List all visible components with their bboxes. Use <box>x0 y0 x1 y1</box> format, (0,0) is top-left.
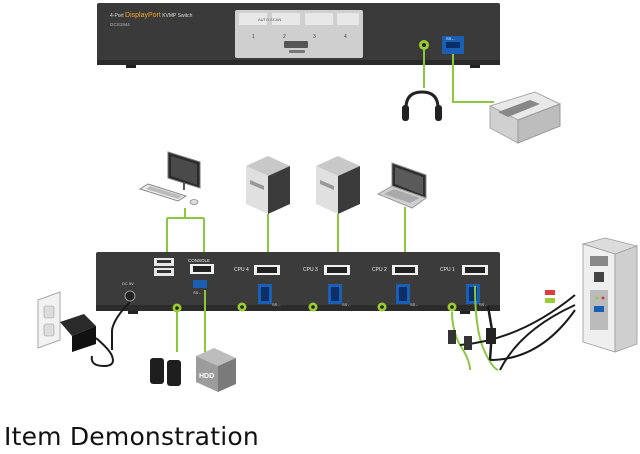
auto-scan-label: AUTO SCAN <box>258 17 281 22</box>
hdd-icon: HDD <box>196 348 236 392</box>
cpu2-label: CPU 2 <box>372 267 387 273</box>
monitor-keyboard-icon <box>138 151 201 205</box>
cpu3-label: CPU 3 <box>303 267 318 273</box>
rear-panel: CONSOLE SS← DC 5V CPU 4 SS← CPU 3 SS← CP… <box>96 252 500 314</box>
front-port-2: 2 <box>283 34 286 40</box>
caption: Item Demonstration <box>4 422 259 451</box>
power-jack <box>124 290 136 302</box>
front-port-3: 3 <box>313 34 316 40</box>
kvm-connection-diagram: 4-Port DisplayPort KVMP Switch GCS1944 A… <box>37 3 639 392</box>
server-tower-1-icon <box>246 156 290 214</box>
power-label: DC 5V <box>122 281 134 286</box>
printer-icon <box>488 91 562 144</box>
front-port-4: 4 <box>344 34 347 40</box>
front-title-brand: DisplayPort <box>125 12 161 19</box>
hdd-label: HDD <box>199 373 214 380</box>
front-title-prefix: 4-Port <box>110 13 124 19</box>
svg-text:4-Port DisplayPort: 4-Port DisplayPort KVMP Switch <box>110 12 193 19</box>
console-label: CONSOLE <box>188 258 210 263</box>
front-connection-lines <box>423 50 494 103</box>
server-tower-2-icon <box>316 156 360 214</box>
pc-tower-icon <box>581 237 639 353</box>
speakers-icon <box>150 358 181 386</box>
headphones-icon <box>402 90 442 121</box>
front-panel: 4-Port DisplayPort KVMP Switch GCS1944 A… <box>97 3 500 68</box>
cpu1-usb3-label: SS← <box>479 302 488 307</box>
power-adapter-icon <box>60 301 131 368</box>
laptop-icon <box>376 162 428 209</box>
cpu3-usb3-label: SS← <box>342 302 351 307</box>
wall-outlet-icon <box>37 291 61 349</box>
cpu2-usb3-label: SS← <box>410 302 419 307</box>
cpu4-label: CPU 4 <box>234 267 249 273</box>
front-title-suffix: KVMP Switch <box>162 13 192 19</box>
console-audio-line <box>176 290 206 352</box>
console-usb3-label: SS← <box>193 290 202 295</box>
cpu4-usb3-label: SS← <box>272 302 281 307</box>
console-usb3-port <box>193 280 207 288</box>
front-model: GCS1944 <box>110 22 130 27</box>
front-port-1: 1 <box>252 34 255 40</box>
cpu1-cables <box>448 285 576 371</box>
front-port-panel: AUTO SCAN 1 2 3 4 <box>235 10 363 58</box>
front-usb-label: SS← <box>446 36 455 41</box>
cpu1-label: CPU 1 <box>440 267 455 273</box>
